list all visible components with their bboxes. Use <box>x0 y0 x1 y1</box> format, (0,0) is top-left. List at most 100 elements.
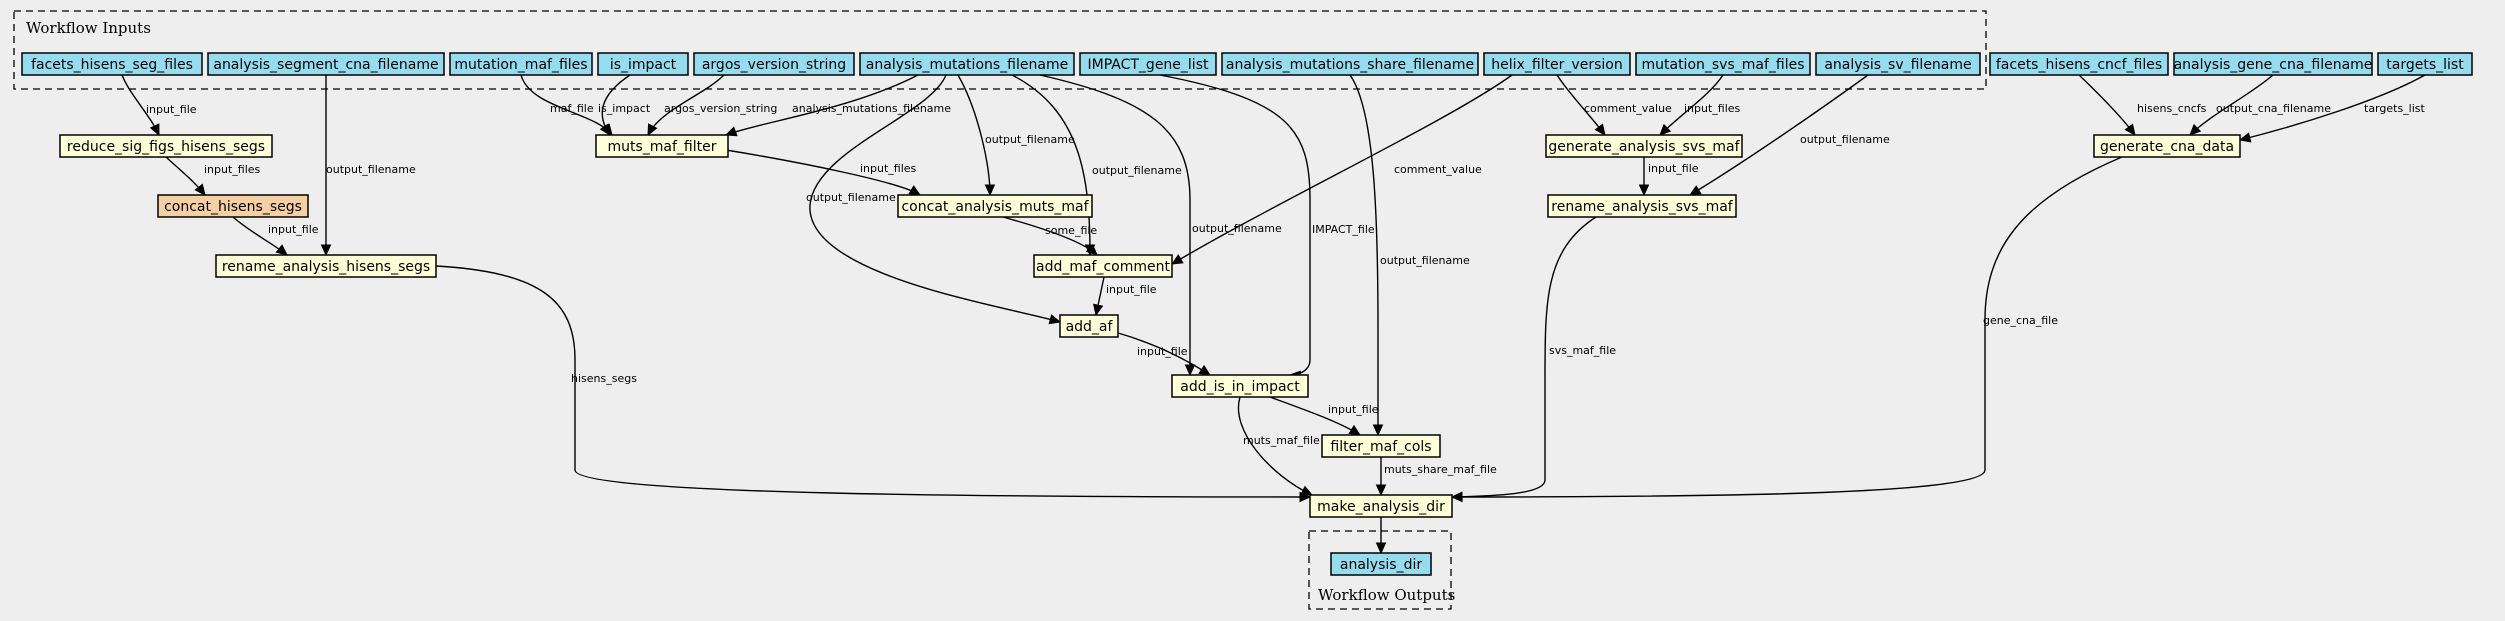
step-node-concat-hisens-segs[interactable]: concat_hisens_segs <box>157 194 309 218</box>
step-node-add-is-in-impact[interactable]: add_is_in_impact <box>1171 374 1309 398</box>
node-label: is_impact <box>610 57 677 73</box>
edge-line <box>2239 74 2426 141</box>
edge-arrowhead <box>1688 185 1702 196</box>
step-node-rename-analysis-hisens-segs[interactable]: rename_analysis_hisens_segs <box>215 254 437 278</box>
step-node-add-maf-comment[interactable]: add_maf_comment <box>1033 254 1173 278</box>
step-node-muts-maf-filter[interactable]: muts_maf_filter <box>595 134 729 158</box>
edge-arrowhead <box>1594 123 1606 136</box>
node-box <box>1635 52 1811 76</box>
node-box <box>1483 52 1631 76</box>
node-box <box>1815 52 1981 76</box>
node-label: add_af <box>1066 319 1114 335</box>
node-box <box>1330 552 1432 576</box>
edge-line <box>1451 156 2123 498</box>
node-label: rename_analysis_svs_maf <box>1551 199 1734 215</box>
edge-line <box>2078 74 2136 136</box>
workflow-inputs-cluster <box>13 10 1987 90</box>
edge-label: comment_value <box>1584 102 1672 115</box>
node-box <box>597 52 689 76</box>
edge-rename_analysis_hisens_segs-to-make_analysis_dir: hisens_segs <box>435 265 1312 503</box>
edge-arrowhead <box>1450 491 1463 503</box>
edge-analysis_mutations_filename-to-add_af: output_filename <box>806 74 1062 325</box>
edge-line <box>435 265 1311 498</box>
edge-is_impact-to-muts_maf_filter: is_impact <box>598 74 651 137</box>
edge-generate_analysis_svs_maf-to-rename_analysis_svs_maf: input_file <box>1638 157 1699 197</box>
node-box <box>1171 374 1309 398</box>
edge-label: comment_value <box>1394 163 1482 176</box>
step-node-rename-analysis-svs-maf[interactable]: rename_analysis_svs_maf <box>1547 194 1737 218</box>
node-label: generate_analysis_svs_maf <box>1548 139 1740 155</box>
edge-arrowhead <box>1348 424 1362 436</box>
step-node-generate-cna-data[interactable]: generate_cna_data <box>2093 134 2241 158</box>
input-node-facets-hisens-seg-files[interactable]: facets_hisens_seg_files <box>21 52 203 76</box>
node-label: concat_hisens_segs <box>164 199 302 215</box>
edge-label: output_filename <box>1192 222 1282 235</box>
node-label: mutation_svs_maf_files <box>1641 57 1804 73</box>
node-label: generate_cna_data <box>2100 139 2234 155</box>
edge-label: muts_share_maf_file <box>1384 463 1497 476</box>
edge-arrowhead <box>724 126 738 137</box>
edge-line <box>809 74 1061 323</box>
node-box <box>859 52 1075 76</box>
edge-arrowhead <box>1085 243 1098 256</box>
node-label: IMPACT_gene_list <box>1088 57 1209 73</box>
edge-label: output_cna_filename <box>2216 102 2331 115</box>
edge-arrowhead <box>599 123 611 137</box>
edge-reduce_sig_figs_hisens_segs-to-concat_hisens_segs: input_files <box>165 156 261 196</box>
step-node-generate-analysis-svs-maf[interactable]: generate_analysis_svs_maf <box>1545 134 1743 158</box>
edge-add_is_in_impact-to-filter_maf_cols: input_file <box>1269 396 1379 436</box>
input-node-analysis-sv-filename[interactable]: analysis_sv_filename <box>1815 52 1981 76</box>
input-node-analysis-mutations-filename[interactable]: analysis_mutations_filename <box>859 52 1075 76</box>
node-box <box>1321 434 1441 458</box>
edge-analysis_mutations_share_filename-to-filter_maf_cols: output_filename <box>1349 74 1470 437</box>
edge-line <box>1039 74 1191 375</box>
input-node-targets-list[interactable]: targets_list <box>2377 52 2473 76</box>
edge-arrowhead <box>1638 184 1650 197</box>
node-label: facets_hisens_cncf_files <box>1996 57 2162 73</box>
edge-analysis_gene_cna_filename-to-generate_cna_data: output_cna_filename <box>2189 74 2331 136</box>
edge-analysis_mutations_filename-to-concat_analysis_muts_maf: output_filename <box>957 74 1075 197</box>
input-node-argos-version-string[interactable]: argos_version_string <box>693 52 855 76</box>
node-box <box>2093 134 2241 158</box>
input-node-is-impact[interactable]: is_impact <box>597 52 689 76</box>
step-node-concat-analysis-muts-maf[interactable]: concat_analysis_muts_maf <box>897 194 1093 218</box>
input-node-mutation-svs-maf-files[interactable]: mutation_svs_maf_files <box>1635 52 1811 76</box>
edge-label: analysis_mutations_filename <box>792 102 951 115</box>
output-node-analysis-dir[interactable]: analysis_dir <box>1330 552 1432 576</box>
input-node-analysis-mutations-share-filename[interactable]: analysis_mutations_share_filename <box>1221 52 1479 76</box>
input-node-analysis-gene-cna-filename[interactable]: analysis_gene_cna_filename <box>2173 52 2373 76</box>
node-label: filter_maf_cols <box>1330 439 1431 455</box>
input-node-mutation-maf-files[interactable]: mutation_maf_files <box>449 52 593 76</box>
step-node-reduce-sig-figs-hisens-segs[interactable]: reduce_sig_figs_hisens_segs <box>59 134 273 158</box>
input-node-analysis-segment-cna-filename[interactable]: analysis_segment_cna_filename <box>207 52 445 76</box>
edge-arrowhead <box>194 183 206 196</box>
edge-targets_list-to-generate_cna_data: targets_list <box>2238 74 2426 143</box>
input-node-helix-filter-version[interactable]: helix_filter_version <box>1483 52 1631 76</box>
edge-label: input_file <box>146 103 197 116</box>
edge-line <box>1349 74 1379 435</box>
edge-label: targets_list <box>2364 102 2426 115</box>
edge-label: input_files <box>860 162 917 175</box>
edge-helix_filter_version-to-add_maf_comment: comment_value <box>1170 74 1513 265</box>
edge-label: input_file <box>1648 162 1699 175</box>
edge-arrowhead <box>984 184 996 197</box>
clusters-layer: Workflow Inputs Workflow Outputs <box>13 10 1987 610</box>
step-node-make-analysis-dir[interactable]: make_analysis_dir <box>1309 494 1453 518</box>
edge-line <box>1159 74 1311 376</box>
step-node-add-af[interactable]: add_af <box>1059 314 1119 338</box>
step-node-filter-maf-cols[interactable]: filter_maf_cols <box>1321 434 1441 458</box>
edge-label: output_filename <box>985 133 1075 146</box>
edge-label: output_filename <box>326 163 416 176</box>
edge-arrowhead <box>1375 542 1387 555</box>
node-label: analysis_gene_cna_filename <box>2174 57 2373 73</box>
input-node-impact-gene-list[interactable]: IMPACT_gene_list <box>1079 52 1217 76</box>
input-node-facets-hisens-cncf-files[interactable]: facets_hisens_cncf_files <box>1989 52 2169 76</box>
node-box <box>157 194 309 218</box>
edge-label: IMPACT_file <box>1312 223 1375 236</box>
node-label: muts_maf_filter <box>607 139 716 155</box>
node-label: concat_analysis_muts_maf <box>901 199 1089 215</box>
edge-label: input_file <box>1137 345 1188 358</box>
node-box <box>21 52 203 76</box>
node-box <box>1079 52 1217 76</box>
edge-arrowhead <box>2189 123 2202 136</box>
